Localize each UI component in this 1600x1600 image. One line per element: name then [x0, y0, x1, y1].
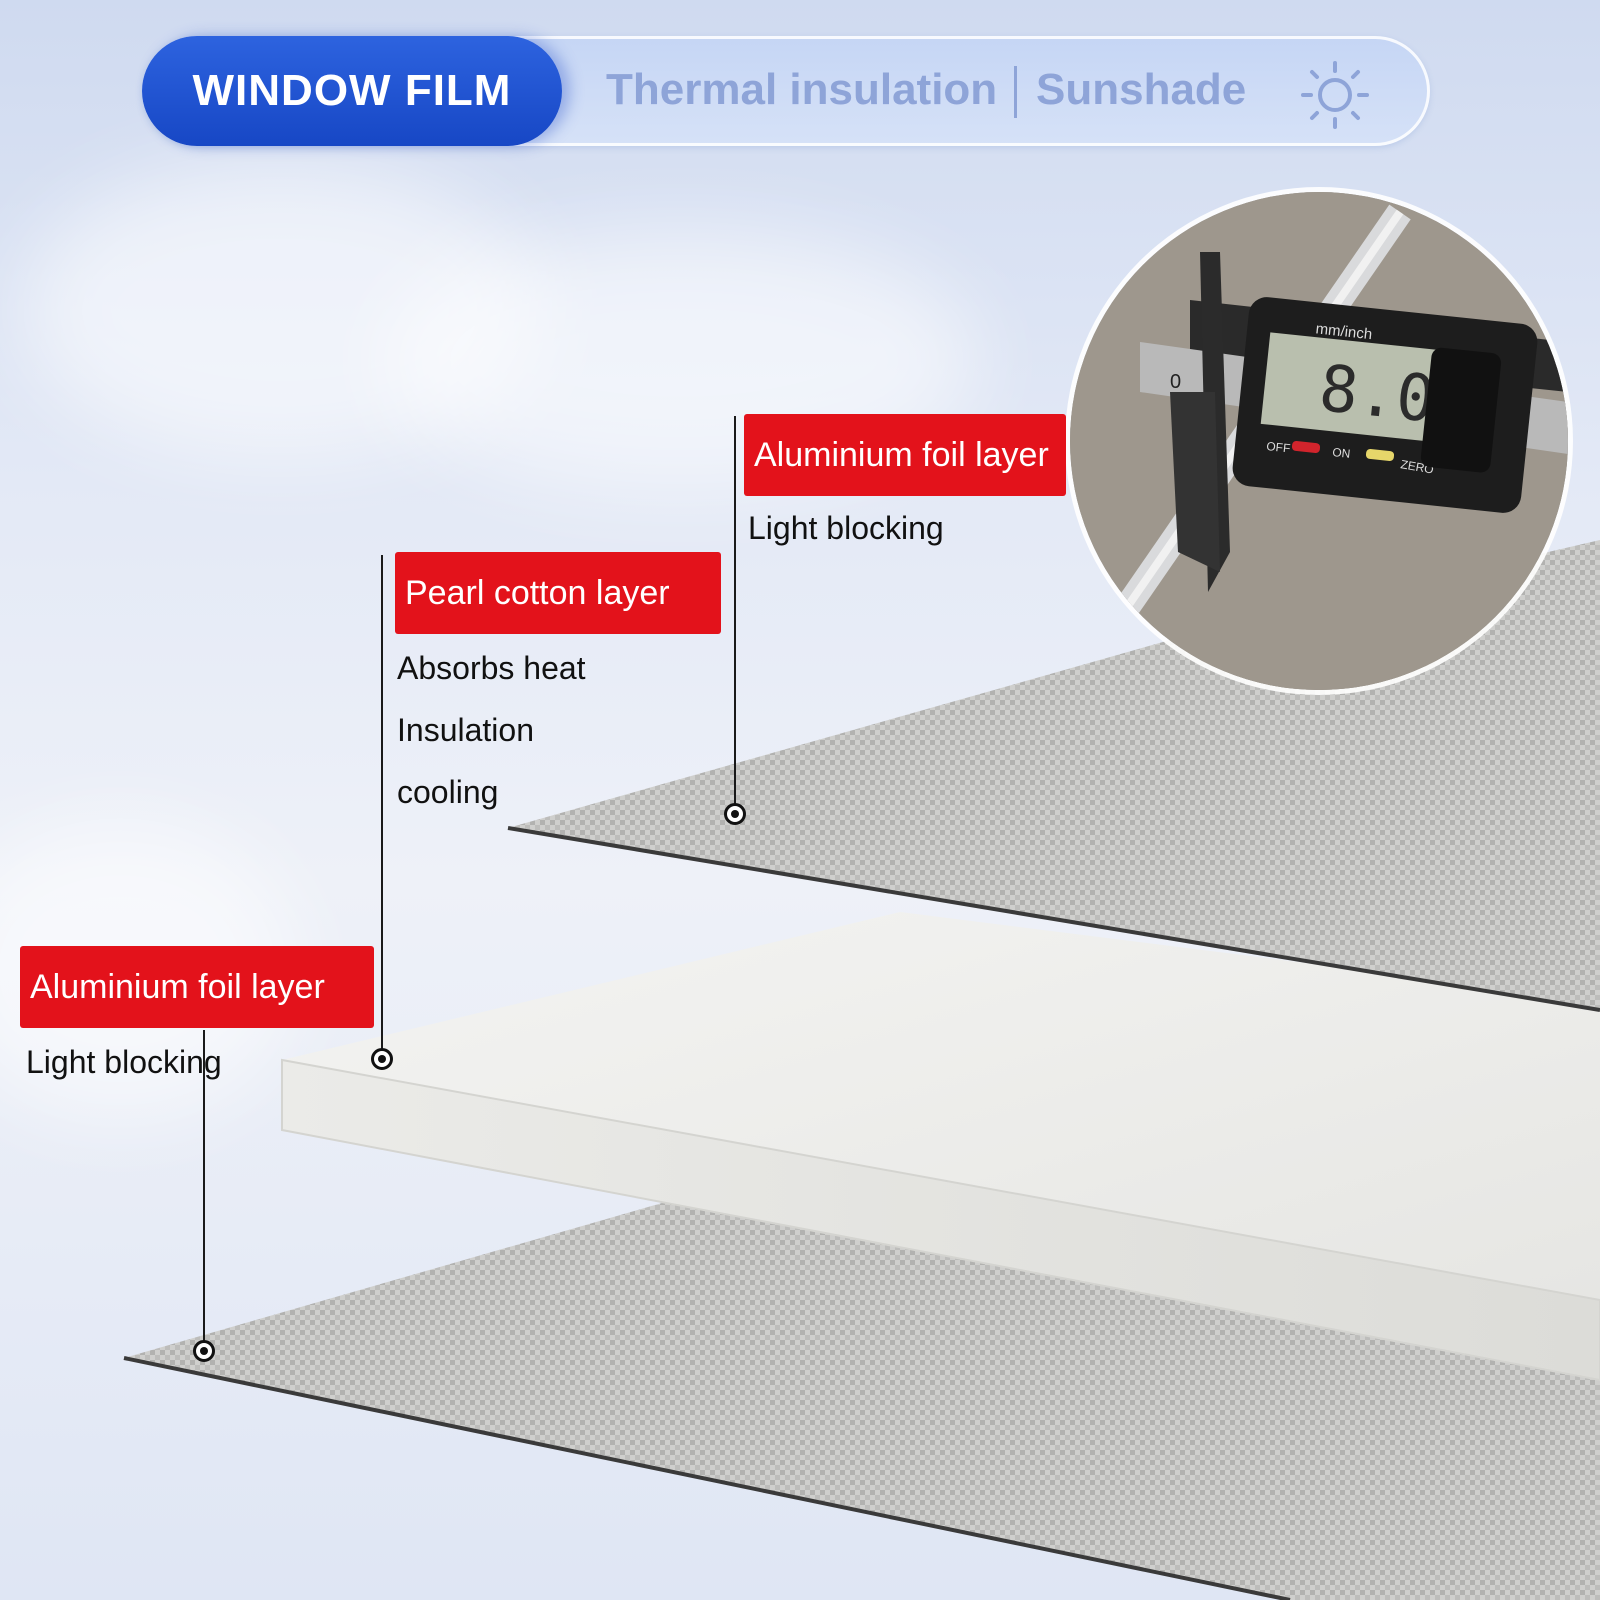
middle-layer-marker [371, 1048, 393, 1070]
sun-icon [1301, 61, 1369, 129]
top-layer-desc: Light blocking [748, 510, 944, 546]
middle-layer-desc-3: cooling [397, 774, 499, 810]
tag-sunshade: Sunshade [1036, 65, 1247, 114]
caliper-measurement-photo: 0 8.0 mm/inch OFF ON ZERO [1070, 192, 1568, 690]
middle-layer-label: Pearl cotton layer [395, 552, 721, 634]
brand-pill: WINDOW FILM [142, 36, 562, 146]
bottom-layer-label: Aluminium foil layer [20, 946, 374, 1028]
caliper-reading: 8.0 [1316, 352, 1439, 438]
top-layer-marker [724, 803, 746, 825]
bottom-layer-leader-line [203, 1030, 205, 1352]
tag-thermal-insulation: Thermal insulation [606, 65, 998, 114]
pearl-cotton-slab [281, 912, 1600, 1382]
bottom-layer-marker [193, 1340, 215, 1362]
caliper-on-label: ON [1332, 445, 1351, 461]
header-divider [1014, 66, 1017, 118]
caliper-zero-mark: 0 [1170, 371, 1181, 393]
middle-layer-desc-2: Insulation [397, 712, 534, 748]
middle-layer-leader-line [381, 555, 383, 1060]
top-layer-label: Aluminium foil layer [744, 414, 1066, 496]
caliper-unit-label: mm/inch [1315, 320, 1373, 343]
bottom-layer-desc: Light blocking [26, 1044, 222, 1080]
top-layer-leader-line [734, 416, 736, 814]
caliper-off-label: OFF [1266, 439, 1291, 455]
middle-layer-desc-1: Absorbs heat [397, 650, 586, 686]
